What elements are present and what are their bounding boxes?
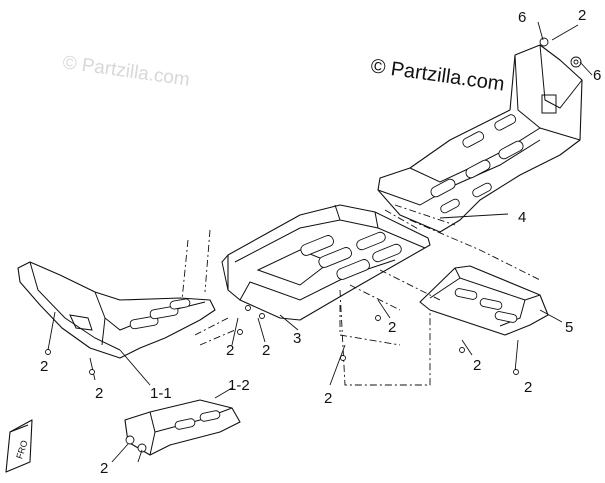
rear-skid-plate xyxy=(377,37,583,233)
right-side-skid-plate xyxy=(419,265,549,336)
lower-skid-plate xyxy=(124,399,241,456)
center-skid-plate xyxy=(221,204,431,321)
callout-part-1-2: 1-2 xyxy=(228,377,250,394)
callout-part-1-1: 1-1 xyxy=(150,385,172,402)
mounting-bolts xyxy=(45,315,519,375)
callout-bolt-2: 2 xyxy=(524,379,532,396)
callout-bolt-2: 2 xyxy=(262,342,270,359)
callout-bolt-2: 2 xyxy=(95,385,103,402)
callout-bolt-2: 2 xyxy=(388,319,396,336)
callout-part-6-top: 6 xyxy=(518,9,526,26)
callout-bolt-2: 2 xyxy=(40,358,48,375)
callout-part-6-right: 6 xyxy=(593,67,601,84)
watermark-faint: © Partzilla.com xyxy=(61,52,191,91)
callout-part-4: 4 xyxy=(518,209,526,226)
callout-bolt-2: 2 xyxy=(226,342,234,359)
callout-bolt-2: 2 xyxy=(473,357,481,374)
callout-part-5: 5 xyxy=(565,319,573,336)
front-direction-marker: FRO xyxy=(5,419,33,473)
watermark-main: © Partzilla.com xyxy=(369,55,506,96)
alignment-phantom-lines xyxy=(181,204,541,386)
leader-lines xyxy=(47,21,593,463)
callout-bolt-2: 2 xyxy=(578,7,586,24)
callout-labels: 4 5 3 1-1 1-2 6 6 2 2 2 2 2 2 2 2 2 2 xyxy=(40,7,601,477)
front-skid-plate xyxy=(17,261,216,359)
callout-bolt-2: 2 xyxy=(324,390,332,407)
callout-bolt-2: 2 xyxy=(100,460,108,477)
callout-part-3: 3 xyxy=(293,330,301,347)
